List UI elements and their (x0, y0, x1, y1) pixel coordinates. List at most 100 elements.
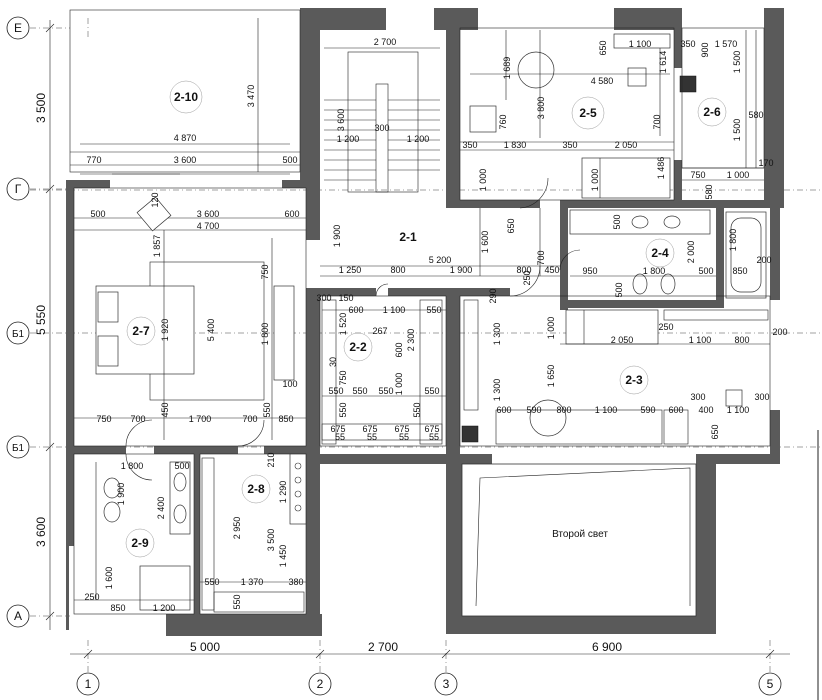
dim: 1 900 (332, 225, 342, 248)
axis-marker-B1-lower: Б1 (6, 435, 30, 459)
dim: 1 700 (189, 414, 212, 424)
room-2-1: 2-1 1 900 5 200 1 250 800 1 900 800 450 … (320, 177, 581, 286)
dim: 800 (390, 265, 405, 275)
room-2-9: 2-9 1 800 500 1 900 2 400 1 600 250 850 … (73, 453, 195, 615)
dim: 200 (756, 255, 771, 265)
dim-bottom-2: 2 700 (368, 640, 398, 654)
dim: 1 600 (104, 567, 114, 590)
room-label-2-2: 2-2 (349, 340, 367, 354)
room-2-10: 2-10 4 870 3 470 770 3 600 500 (69, 9, 301, 175)
dim: 1 100 (383, 305, 406, 315)
dim: 700 (652, 114, 662, 129)
dim: 1 100 (595, 405, 618, 415)
axis-label: 5 (767, 677, 774, 691)
dim: 3 600 (336, 109, 346, 132)
dim: 600 (284, 209, 299, 219)
dim: 1 300 (492, 323, 502, 346)
room-2-3: 2-3 290 1 300 1 000 250 2 050 1 100 800 … (459, 265, 788, 447)
dim: 380 (288, 577, 303, 587)
dim: 850 (278, 414, 293, 424)
room-2-2: 2-2 300 150 600 1 100 550 1 520 267 30 7… (316, 283, 447, 447)
dim: 550 (412, 402, 422, 417)
dim: 267 (372, 326, 387, 336)
dim: 1 000 (727, 170, 750, 180)
room-2-5: 2-5 1 100 650 1 689 1 614 4 580 3 800 76… (459, 27, 675, 201)
dim: 580 (748, 110, 763, 120)
axis-marker-2: 2 (308, 672, 332, 696)
dim: 350 (680, 39, 695, 49)
dim: 580 (704, 184, 714, 199)
dim: 400 (698, 405, 713, 415)
dim: 650 (598, 40, 608, 55)
dim: 300 (754, 392, 769, 402)
dim: 1 250 (339, 265, 362, 275)
dim: 5 200 (429, 255, 452, 265)
dim: 600 (394, 342, 404, 357)
dim: 750 (96, 414, 111, 424)
stair-treads (324, 99, 440, 181)
dim: 750 (338, 370, 348, 385)
axis-label: А (14, 609, 22, 623)
dim: 3 800 (536, 97, 546, 120)
dim: 55 (399, 432, 409, 442)
dim: 55 (335, 432, 345, 442)
room-label-2-8: 2-8 (247, 482, 265, 496)
dim: 2 300 (406, 329, 416, 352)
room-2-4: 2-4 500 2 000 950 1 800 500 850 1 800 20… (569, 209, 772, 299)
dim: 55 (429, 432, 439, 442)
dim: 1 200 (337, 134, 360, 144)
dim: 650 (506, 218, 516, 233)
dim: 1 800 (643, 266, 666, 276)
dim: 2 700 (374, 37, 397, 47)
dim: 700 (130, 414, 145, 424)
dim: 1 000 (478, 169, 488, 192)
dim: 170 (758, 158, 773, 168)
dim: 770 (86, 155, 101, 165)
room-label-2-5: 2-5 (579, 106, 597, 120)
dim: 900 (700, 42, 710, 57)
dim: 450 (160, 402, 170, 417)
dim: 500 (282, 155, 297, 165)
dim: 600 (668, 405, 683, 415)
dim-left-2: 5 550 (34, 305, 48, 335)
room-2-8: 2-8 210 1 290 2 950 3 500 1 450 550 1 37… (199, 452, 307, 615)
dim: 850 (110, 603, 125, 613)
room-label-2-6: 2-6 (703, 105, 721, 119)
dim: 500 (90, 209, 105, 219)
dim: 1 300 (492, 379, 502, 402)
axis-marker-1: 1 (76, 672, 100, 696)
dim: 3 500 (266, 529, 276, 552)
dim: 2 950 (232, 517, 242, 540)
dim: 300 (374, 123, 389, 133)
dim: 950 (582, 266, 597, 276)
dim-left-1: 3 500 (34, 93, 48, 123)
dim: 4 700 (197, 221, 220, 231)
dim: 590 (640, 405, 655, 415)
dim: 1 570 (715, 39, 738, 49)
dim: 1 920 (160, 319, 170, 342)
dim: 675 (362, 424, 377, 434)
dim: 1 000 (590, 169, 600, 192)
axis-label: 2 (317, 677, 324, 691)
dim: 1 900 (450, 265, 473, 275)
dim: 650 (710, 424, 720, 439)
dim: 250 (84, 592, 99, 602)
dim: 600 (496, 405, 511, 415)
room-label-2-7: 2-7 (132, 324, 150, 338)
dim: 550 (426, 305, 441, 315)
dim: 500 (174, 461, 189, 471)
dim: 800 (556, 405, 571, 415)
dim: 500 (612, 214, 622, 229)
dim: 1 900 (116, 483, 126, 506)
dim: 4 870 (174, 133, 197, 143)
dim: 2 400 (156, 497, 166, 520)
double-height-void: Второй свет (461, 463, 697, 617)
stairs: 2 700 3 600 300 1 200 1 200 (324, 37, 440, 193)
dim: 1 689 (502, 57, 512, 80)
room-2-7: 2-7 500 3 600 600 4 700 120 1 857 1 920 … (73, 187, 307, 447)
axis-marker-A: А (6, 604, 30, 628)
dim: 500 (698, 266, 713, 276)
dim: 1 830 (504, 140, 527, 150)
dim: 550 (328, 386, 343, 396)
